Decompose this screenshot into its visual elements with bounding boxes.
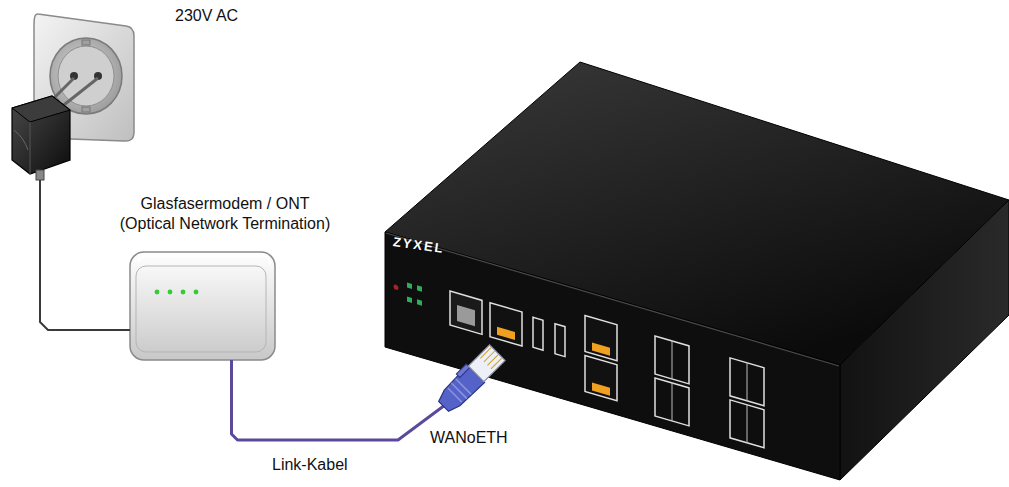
adapter-edge bbox=[30, 122, 31, 174]
status-led bbox=[155, 290, 160, 295]
router-front bbox=[385, 232, 840, 480]
plug-head bbox=[468, 345, 505, 382]
ground-clip bbox=[82, 107, 90, 112]
adapter-detail bbox=[14, 130, 28, 150]
cable-label: Link-Kabel bbox=[272, 455, 348, 475]
ont-box: Glasfasermodem / ONT (Optical Network Te… bbox=[130, 250, 275, 360]
plug-contact bbox=[487, 355, 498, 366]
port-tab bbox=[592, 383, 610, 396]
sfp-divider bbox=[746, 363, 747, 401]
ont-body bbox=[130, 252, 275, 360]
plug-ridge bbox=[456, 379, 472, 395]
sfp-divider bbox=[671, 341, 672, 379]
sfp-divider bbox=[746, 405, 747, 443]
edge-highlight bbox=[386, 233, 839, 366]
usb-slot bbox=[555, 324, 565, 357]
plug-ridge bbox=[448, 388, 462, 402]
power-cable bbox=[40, 180, 130, 330]
ont-highlight bbox=[138, 256, 270, 264]
plug-clip bbox=[456, 364, 469, 377]
sfp-port bbox=[730, 400, 764, 448]
plug-contact bbox=[480, 348, 491, 359]
port-tab bbox=[592, 343, 610, 356]
router-side bbox=[840, 200, 1009, 480]
device-heading: Glasfasermodem / ONT (Optical Network Te… bbox=[115, 194, 335, 234]
ont-front bbox=[136, 266, 266, 352]
ground-clip bbox=[82, 40, 90, 45]
port-panel bbox=[394, 259, 765, 447]
link-cable bbox=[232, 360, 446, 440]
power-socket: 230V AC bbox=[10, 20, 130, 180]
ethernet-port bbox=[450, 291, 482, 334]
router-device bbox=[385, 62, 1009, 480]
adapter-body bbox=[12, 96, 70, 174]
power-adapter bbox=[12, 78, 98, 180]
port-insert bbox=[457, 305, 475, 326]
power-led bbox=[394, 284, 399, 290]
adapter-top bbox=[12, 96, 70, 122]
adapter-prong bbox=[60, 78, 98, 108]
ethernet-port bbox=[585, 315, 617, 360]
plug-ridge bbox=[451, 383, 467, 399]
status-led bbox=[407, 282, 412, 288]
voltage-label: 230V AC bbox=[175, 6, 285, 26]
status-led bbox=[168, 290, 173, 295]
rj45-plug bbox=[434, 343, 506, 415]
sfp-port bbox=[655, 336, 689, 384]
port-tab bbox=[497, 327, 515, 340]
plug-contact bbox=[491, 358, 502, 369]
cable-relief bbox=[36, 170, 44, 180]
router-box: ZYXEL bbox=[445, 60, 1009, 487]
plug-contact bbox=[484, 351, 495, 362]
sfp-divider bbox=[671, 383, 672, 421]
sfp-port bbox=[730, 358, 764, 406]
status-led bbox=[407, 296, 412, 302]
socket-face bbox=[58, 46, 114, 106]
ont-device bbox=[130, 252, 275, 360]
status-led bbox=[417, 285, 422, 291]
sfp-port bbox=[655, 378, 689, 426]
status-led bbox=[194, 290, 199, 295]
ethernet-port bbox=[585, 355, 617, 400]
usb-slot bbox=[533, 317, 543, 350]
port-label: WANoETH bbox=[430, 428, 508, 448]
status-led bbox=[417, 299, 422, 305]
status-led bbox=[181, 290, 186, 295]
plug-boot bbox=[435, 365, 484, 414]
ethernet-port bbox=[490, 303, 522, 346]
